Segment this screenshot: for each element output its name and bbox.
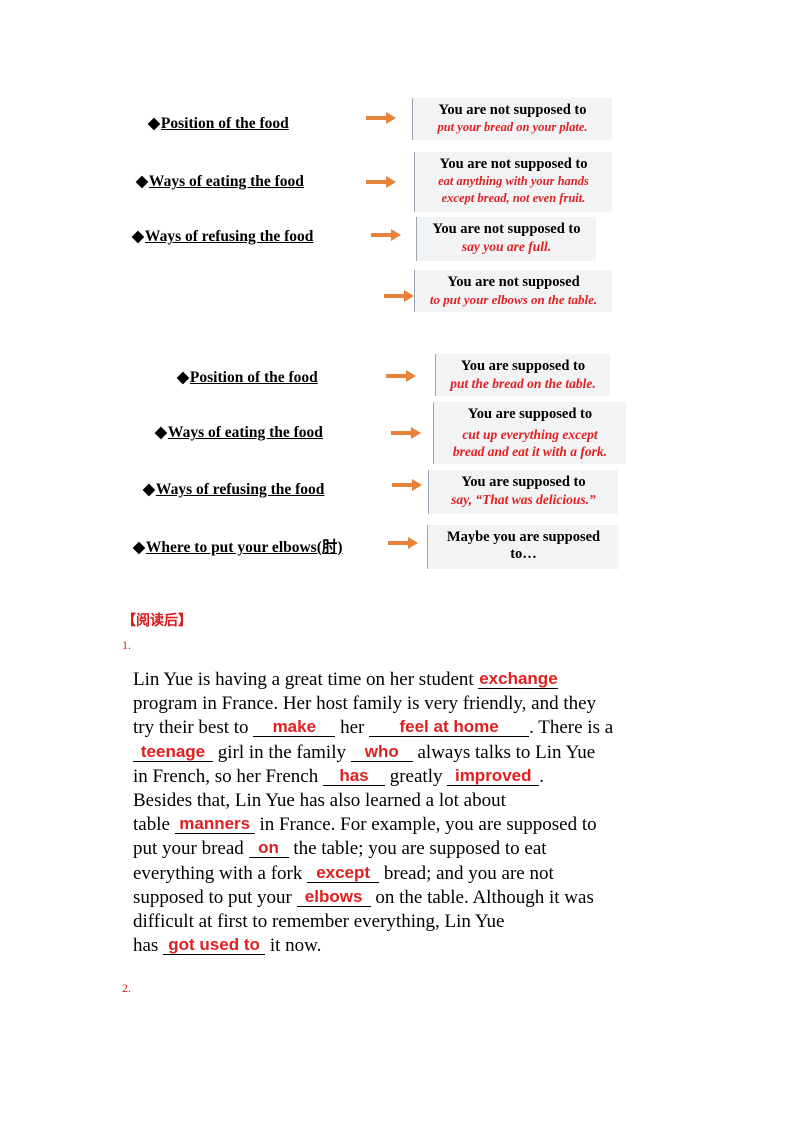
- answer-blank: has: [322, 766, 385, 786]
- arrow-right-icon: [371, 229, 401, 241]
- not-supposed-box-eating: You are not supposed to eat anything wit…: [414, 152, 612, 212]
- supposed-label-elbows: ◆Where to put your elbows(肘): [133, 539, 343, 556]
- diamond-bullet-icon: ◆: [132, 228, 144, 245]
- item-number-1: 1.: [122, 638, 131, 652]
- supposed-label-position: ◆Position of the food: [177, 369, 318, 386]
- answer-blank: elbows: [296, 887, 371, 907]
- diamond-bullet-icon: ◆: [133, 539, 145, 556]
- arrow-right-icon: [386, 370, 416, 382]
- not-supposed-box-elbows: You are not supposed to put your elbows …: [414, 270, 612, 312]
- supposed-label-refusing: ◆Ways of refusing the food: [143, 481, 325, 498]
- not-supposed-box-refusing: You are not supposed to say you are full…: [416, 217, 596, 261]
- arrow-right-icon: [384, 290, 414, 302]
- section-title-after-reading: 【阅读后】: [122, 613, 192, 629]
- arrow-right-icon: [366, 176, 396, 188]
- answer-blank: exchange: [478, 669, 559, 689]
- answer-blank: improved: [447, 766, 540, 786]
- answer-blank: on: [248, 839, 289, 859]
- supposed-box-position: You are supposed to put the bread on the…: [435, 354, 610, 396]
- not-supposed-label-refusing: ◆Ways of refusing the food: [132, 228, 314, 245]
- arrow-right-icon: [388, 537, 418, 549]
- item-number-2: 2.: [122, 981, 131, 995]
- supposed-box-eating: You are supposed to cut up everything ex…: [433, 402, 626, 464]
- fill-in-passage: Lin Yue is having a great time on her st…: [133, 669, 614, 957]
- not-supposed-label-eating: ◆Ways of eating the food: [136, 173, 304, 190]
- answer-blank: got used to: [163, 936, 266, 956]
- diamond-bullet-icon: ◆: [155, 424, 167, 441]
- answer-blank: except: [307, 863, 380, 883]
- not-supposed-box-position: You are not supposed to put your bread o…: [412, 98, 612, 140]
- supposed-label-eating: ◆Ways of eating the food: [155, 424, 323, 441]
- answer-blank: manners: [174, 815, 255, 835]
- diamond-bullet-icon: ◆: [136, 173, 148, 190]
- answer-blank: teenage: [133, 742, 213, 762]
- supposed-box-elbows: Maybe you are supposed to…: [427, 525, 619, 569]
- diamond-bullet-icon: ◆: [143, 481, 155, 498]
- arrow-right-icon: [391, 427, 421, 439]
- answer-blank: who: [350, 742, 413, 762]
- arrow-right-icon: [366, 112, 396, 124]
- answer-blank: feel at home: [369, 718, 530, 738]
- supposed-box-refusing: You are supposed to say, “That was delic…: [428, 470, 618, 514]
- answer-blank: make: [253, 718, 336, 738]
- not-supposed-label-position: ◆Position of the food: [148, 115, 289, 132]
- arrow-right-icon: [392, 479, 422, 491]
- diamond-bullet-icon: ◆: [148, 115, 160, 132]
- diamond-bullet-icon: ◆: [177, 369, 189, 386]
